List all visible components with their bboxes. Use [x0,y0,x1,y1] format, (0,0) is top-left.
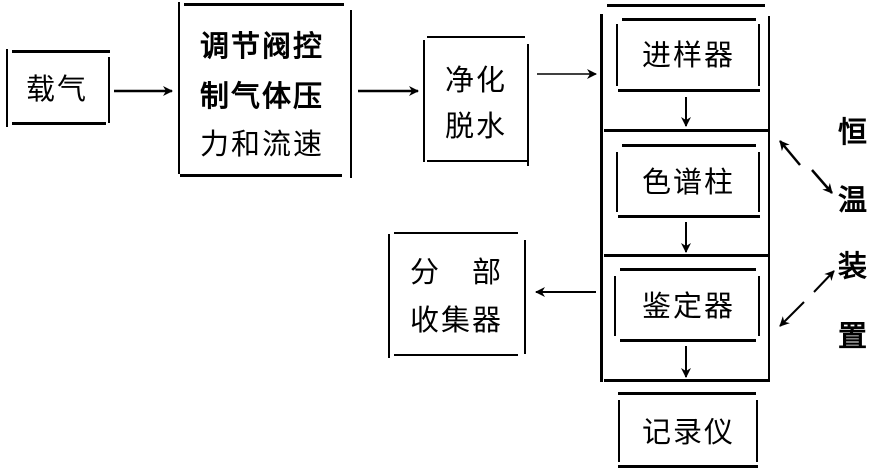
node-injector-label: 进样器 [642,38,736,72]
node-column: 色谱柱 [616,144,762,220]
thermostat-enclosure [600,4,772,384]
thermostat-char-2: 温 [838,183,870,217]
node-purify: 净化 脱水 [423,36,531,166]
edge-thermostat-to-column-b [811,169,833,194]
edge-thermostat-to-detector-a [813,270,835,293]
edge-thermostat-to-detector-b [779,301,805,327]
node-recorder: 记录仪 [616,392,762,468]
edge-thermostat-to-column-a [779,140,801,166]
node-recorder-label: 记录仪 [642,415,736,449]
thermostat-char-1: 恒 [838,115,870,149]
node-detector: 鉴定器 [612,268,762,344]
node-fraction-collector-line-2: 收集器 [410,303,504,337]
node-purify-line-2: 脱水 [445,109,508,143]
node-detector-label: 鉴定器 [642,289,736,323]
node-fraction-collector-line-1: 分 部 [410,255,504,289]
thermostat-char-4: 置 [838,319,870,353]
node-regulator-line-1: 调节阀控 [200,29,325,63]
node-column-label: 色谱柱 [642,165,736,199]
thermostat-char-3: 装 [838,249,870,283]
node-regulator-line-3: 力和流速 [200,127,325,161]
node-carrier-gas: 载气 [4,49,110,127]
node-regulator: 调节阀控 制气体压 力和流速 [178,2,354,180]
node-injector: 进样器 [616,18,762,94]
node-carrier-gas-label: 载气 [26,72,89,106]
node-purify-line-1: 净化 [445,63,508,97]
node-regulator-line-2: 制气体压 [200,79,325,113]
node-fraction-collector: 分 部 收集器 [388,232,528,358]
